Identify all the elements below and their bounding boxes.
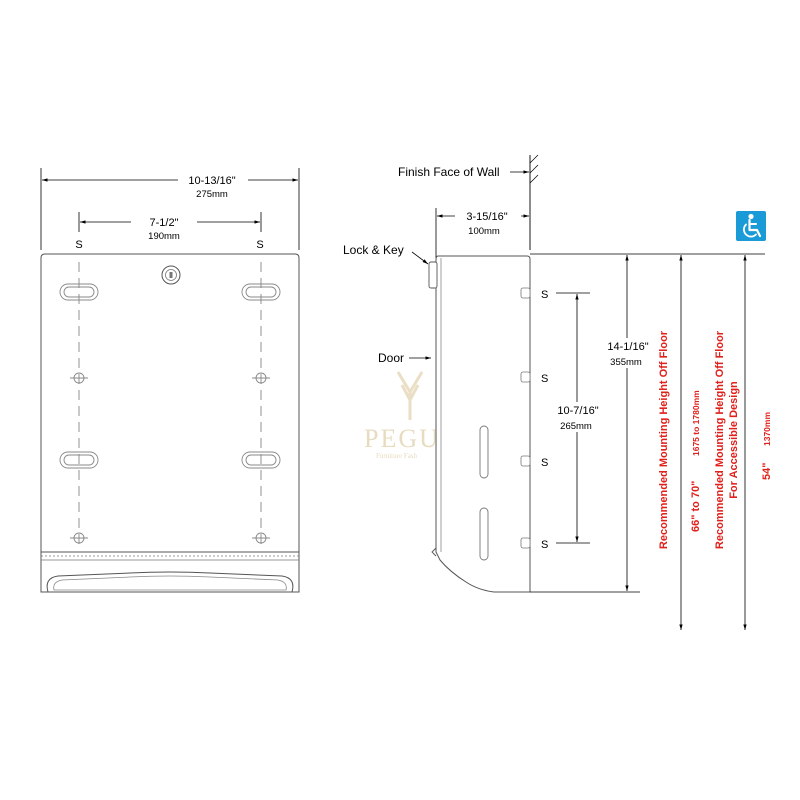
height-in: 14-1/16" xyxy=(607,341,648,353)
window-slot-lower xyxy=(479,507,489,561)
accessible-height-label-line2: For Accessible Design xyxy=(728,381,740,499)
accessible-height-label-line1: Recommended Mounting Height Off Floor xyxy=(714,330,726,549)
door-label: Door xyxy=(378,351,404,365)
overall-width-in: 10-13/16" xyxy=(188,175,235,187)
depth-in: 3-15/16" xyxy=(466,211,507,223)
watermark-brand: PEGU xyxy=(364,424,440,453)
cabinet-side-outline xyxy=(435,255,531,593)
screw-tabs xyxy=(520,287,531,549)
accessible-height-in: 54" xyxy=(761,463,773,480)
screw-spacing-mm: 265mm xyxy=(560,421,592,432)
slot-spacing-in: 7-1/2" xyxy=(150,217,179,229)
lock-key-label: Lock & Key xyxy=(343,243,404,257)
side-screw-label-3: S xyxy=(541,457,548,469)
side-screw-label-2: S xyxy=(541,373,548,385)
wall-hatch xyxy=(529,154,539,184)
screw-label-right: S xyxy=(256,239,263,251)
accessible-height-mm: 1370mm xyxy=(762,412,772,446)
side-view: Finish Face of Wall 3-15/16" 100mm Lock … xyxy=(343,154,765,593)
side-screw-label-1: S xyxy=(541,289,548,301)
height-mm: 355mm xyxy=(610,357,642,368)
lock-key-arrow xyxy=(411,251,429,265)
watermark-mark-icon xyxy=(396,371,424,420)
window-slot-upper xyxy=(479,425,489,479)
dispensing-opening xyxy=(41,551,299,593)
slot-spacing-mm: 190mm xyxy=(148,231,180,242)
finish-face-label: Finish Face of Wall xyxy=(398,165,500,179)
keyhole-slots-left xyxy=(59,283,99,544)
recommended-height-label: Recommended Mounting Height Off Floor xyxy=(658,330,670,549)
watermark-logo: PEGU Furniture Fash xyxy=(364,371,440,460)
recommended-height-mm: 1675 to 1780mm xyxy=(691,390,701,456)
front-view: 10-13/16" 275mm 7-1/2" 190mm S S xyxy=(40,168,300,593)
side-screw-label-4: S xyxy=(541,539,548,551)
screw-label-left: S xyxy=(75,239,82,251)
overall-width-mm: 275mm xyxy=(196,189,228,200)
mounting-heights: Recommended Mounting Height Off Floor 66… xyxy=(658,211,773,630)
keyhole-slots-right xyxy=(241,283,281,544)
lock-knob xyxy=(428,261,438,289)
wheelchair-icon xyxy=(736,211,766,241)
depth-mm: 100mm xyxy=(468,226,500,237)
cabinet-outline xyxy=(40,253,300,593)
recommended-height-in: 66" to 70" xyxy=(690,481,702,532)
screw-spacing-in: 10-7/16" xyxy=(557,405,598,417)
watermark-tagline: Furniture Fash xyxy=(376,452,418,460)
